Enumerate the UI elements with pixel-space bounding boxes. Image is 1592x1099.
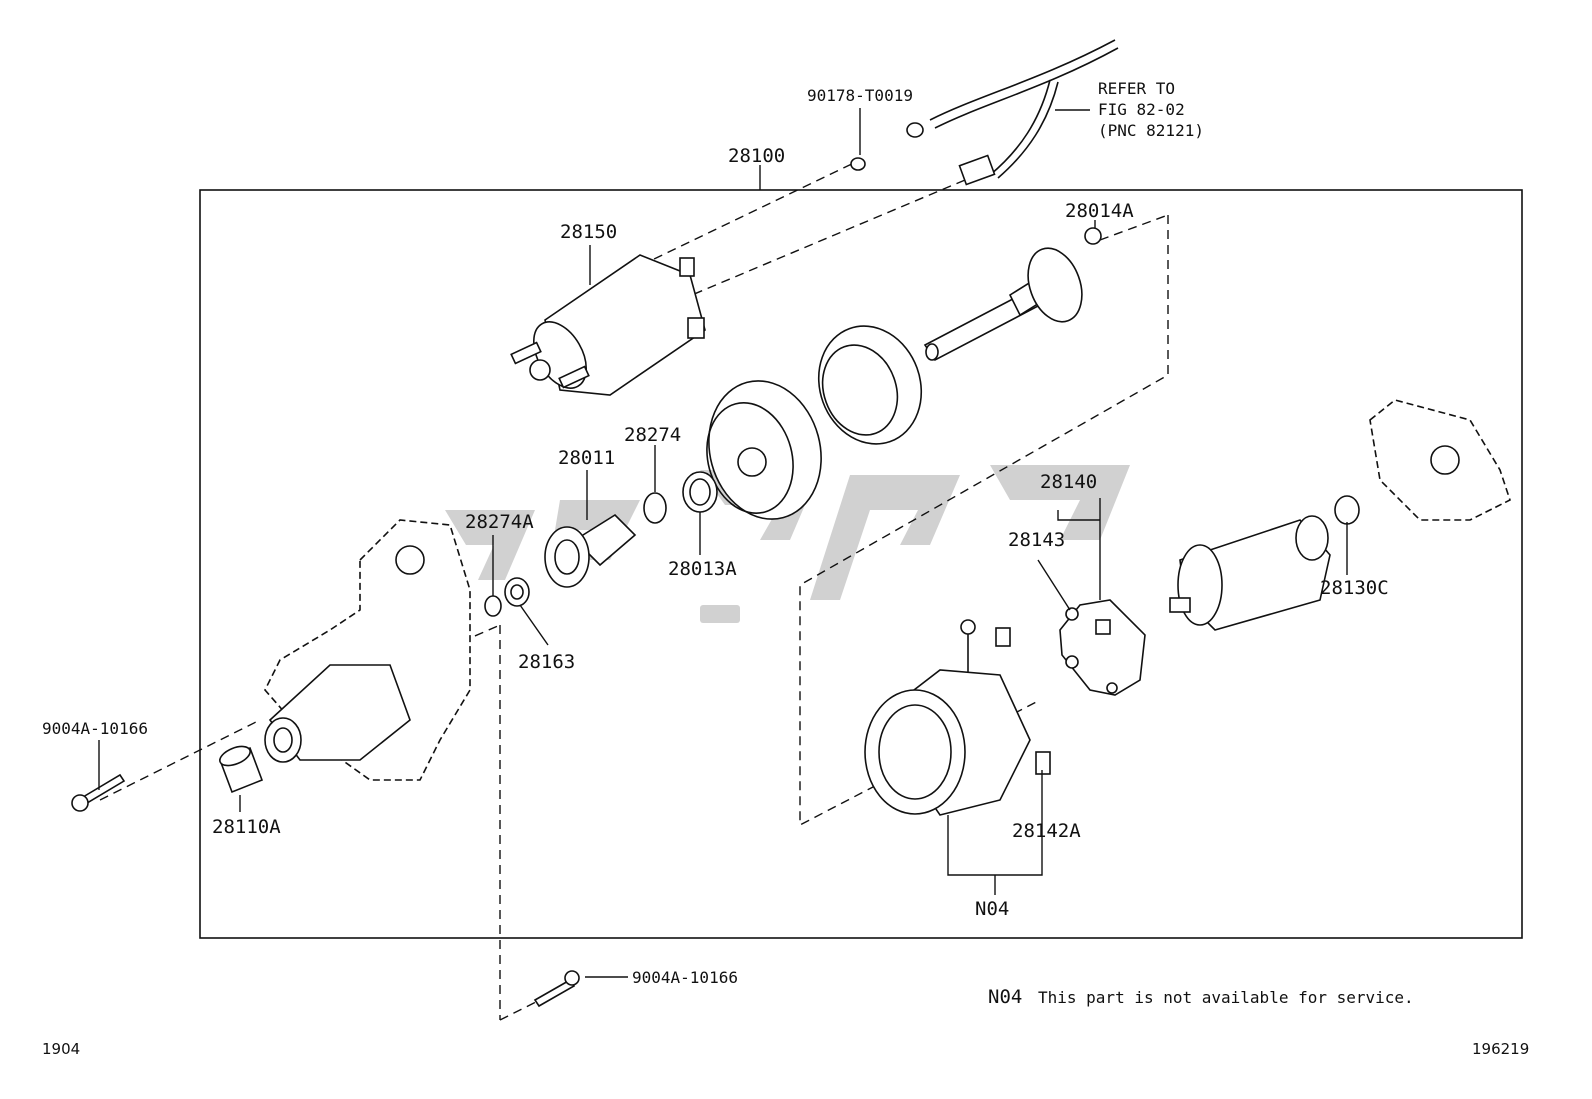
label-washer: 28163 <box>518 651 575 673</box>
label-bolt-bottom: 9004A-10166 <box>632 968 738 987</box>
drive-housing-part <box>264 519 471 781</box>
pinion-shaft-part <box>923 227 1102 362</box>
bushing-part <box>218 745 264 794</box>
label-field-yoke: N04 <box>975 898 1009 920</box>
wire-harness <box>850 39 1119 186</box>
label-refer-line2: FIG 82-02 <box>1098 100 1185 119</box>
label-refer-line3: (PNC 82121) <box>1098 121 1204 140</box>
label-assembly: 28100 <box>728 145 785 167</box>
label-brush: 28143 <box>1008 529 1065 551</box>
label-clutch: 28011 <box>558 447 615 469</box>
rear-bearing-part <box>1334 495 1360 525</box>
internal-gear-part <box>817 325 923 445</box>
label-stop-collar: 28274A <box>465 511 534 533</box>
label-bolt-left: 9004A-10166 <box>42 719 148 738</box>
label-nut-top: 90178-T0019 <box>807 86 913 105</box>
center-bracket-part <box>706 380 822 520</box>
end-frame-part <box>1369 399 1511 521</box>
label-solenoid: 28150 <box>560 221 617 243</box>
note-code: N04 <box>988 986 1022 1008</box>
footer-right: 196219 <box>1472 1040 1529 1058</box>
bolt-bottom-part <box>533 970 580 1008</box>
brush-holder-part <box>1059 599 1146 696</box>
armature-part <box>1169 515 1331 631</box>
label-snap-ring: 28274 <box>624 424 681 446</box>
solenoid-part <box>510 254 706 396</box>
label-cap-top: 28014A <box>1065 200 1134 222</box>
footer-left: 1904 <box>42 1040 80 1058</box>
label-bushing: 28110A <box>212 816 281 838</box>
field-yoke-part <box>864 619 1051 816</box>
label-brush-holder: 28140 <box>1040 471 1097 493</box>
label-bearing-rear: 28130C <box>1320 577 1389 599</box>
snap-ring-part <box>643 492 667 524</box>
bolt-left-part <box>71 773 126 812</box>
clutch-part <box>544 513 637 588</box>
washer-part <box>504 577 530 607</box>
label-bearing: 28013A <box>668 558 737 580</box>
label-field-brush: 28142A <box>1012 820 1081 842</box>
label-refer-line1: REFER TO <box>1098 79 1175 98</box>
note-text: This part is not available for service. <box>1038 988 1414 1007</box>
bearing-part <box>682 471 718 513</box>
assembly-frame <box>199 189 1523 939</box>
stop-collar-part <box>484 595 502 617</box>
